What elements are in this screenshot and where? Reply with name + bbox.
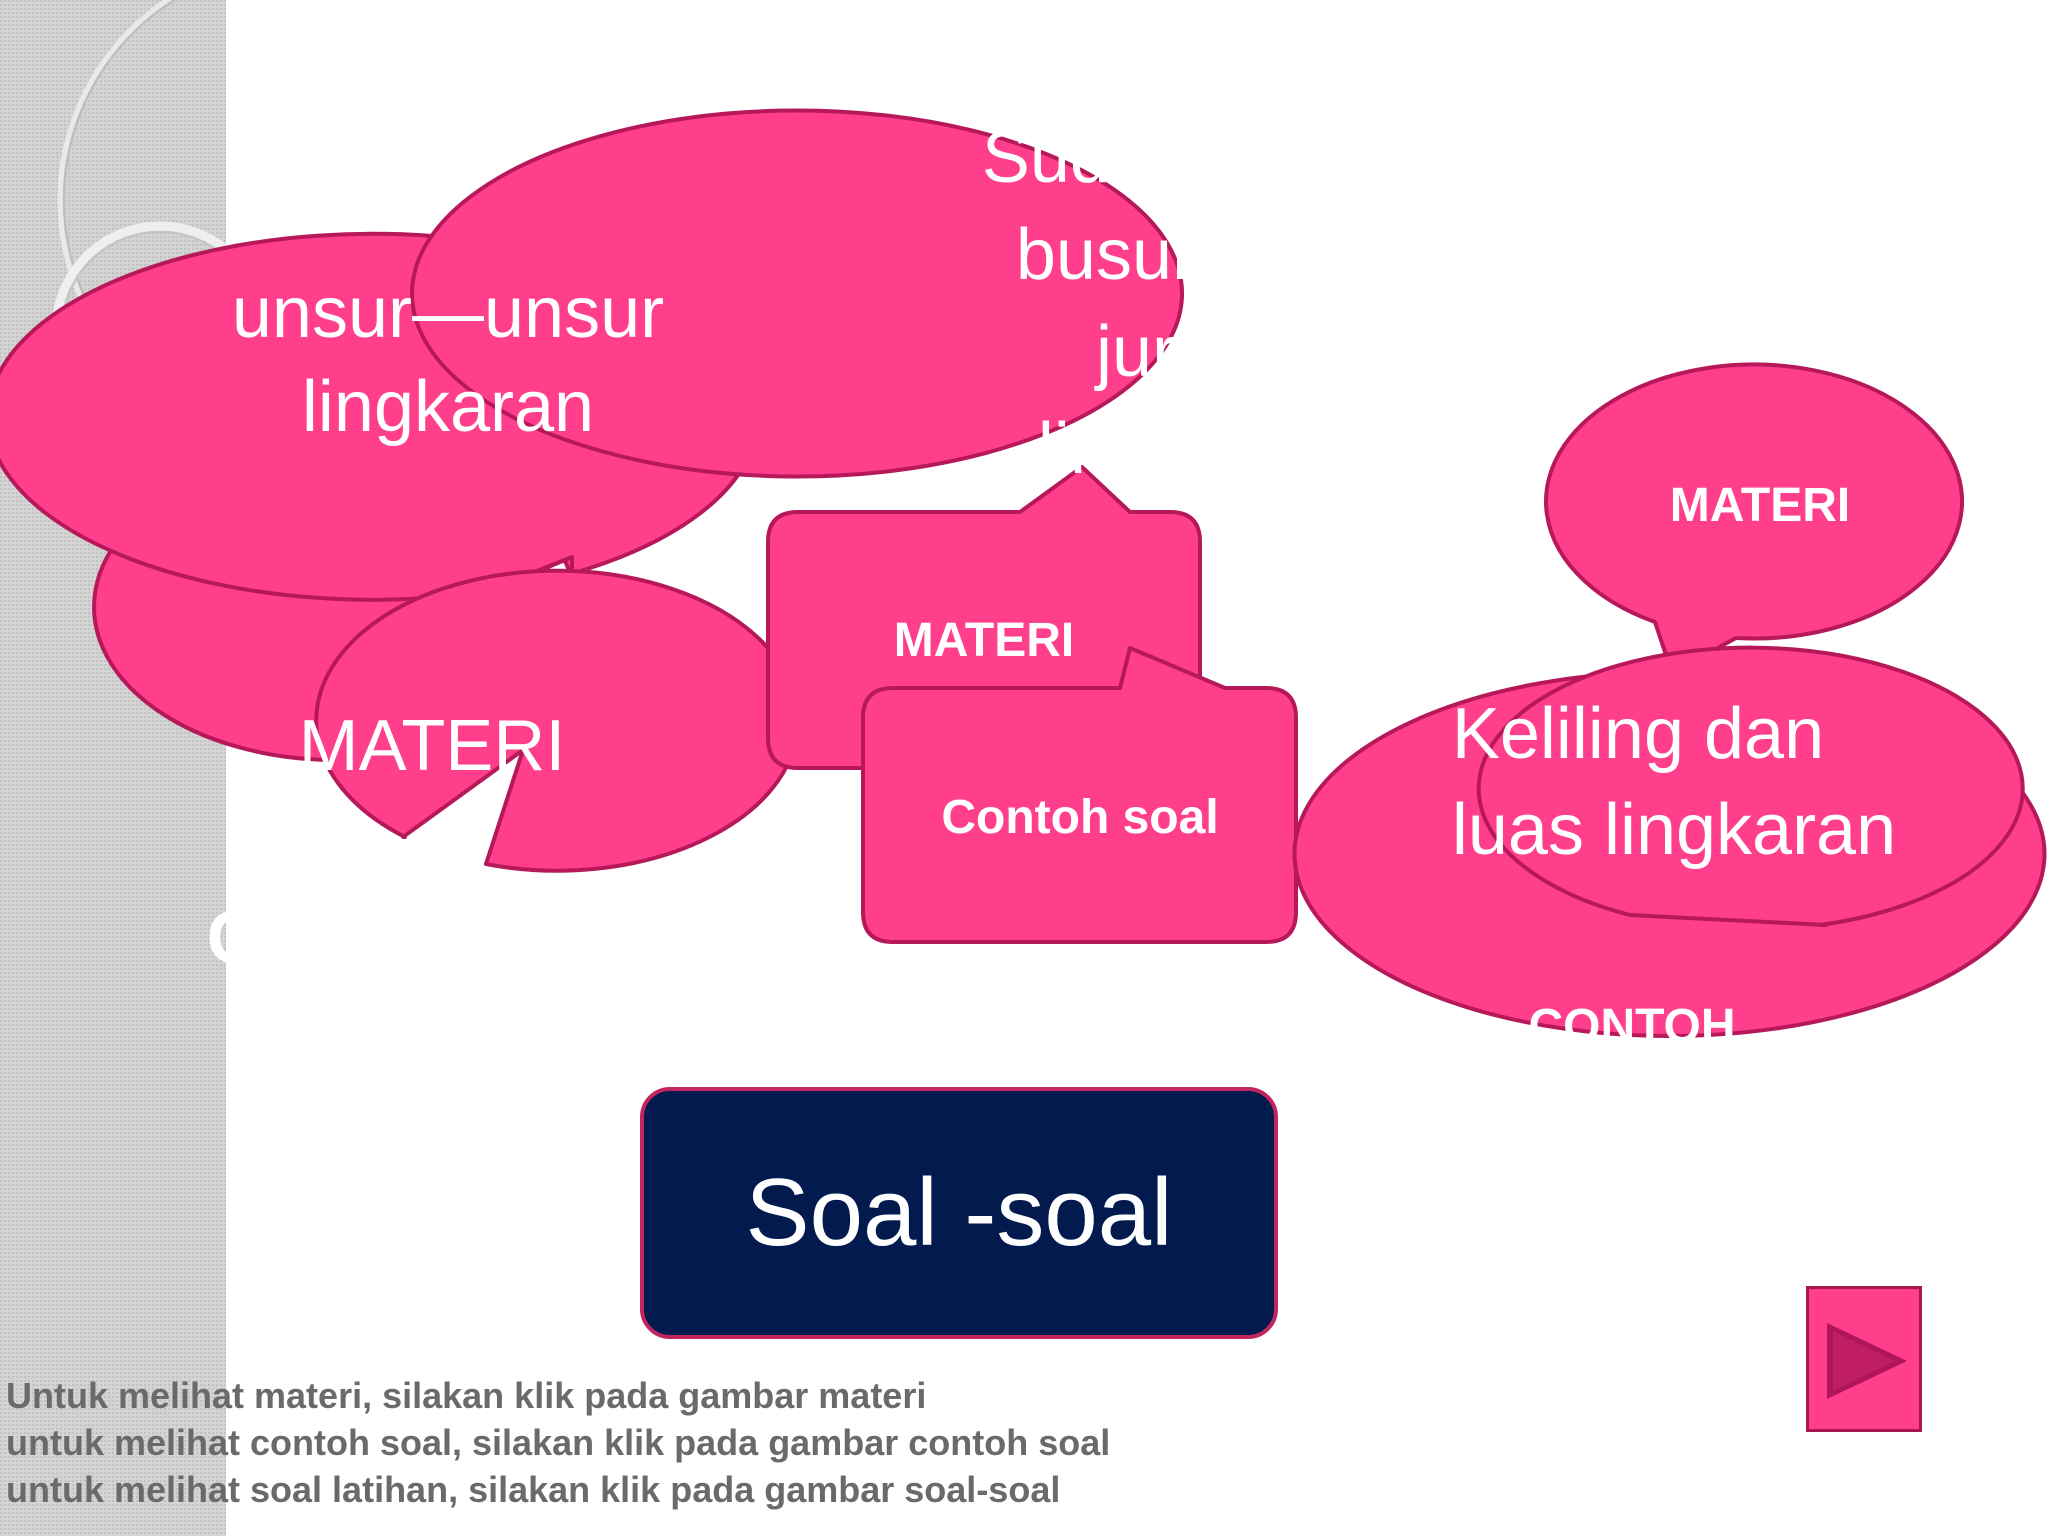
soal-soal-label: Soal -soal [745, 1159, 1173, 1266]
contoh-line: Contoh [206, 896, 466, 979]
materi-label-unsur: MATERI [298, 706, 566, 786]
title-line: juring [1095, 312, 1273, 392]
contoh-label-keliling: CONTOH SOAL [1528, 996, 1735, 1120]
instruction-line: Untuk melihat materi, silakan klik pada … [6, 1375, 927, 1416]
title-label-sudut: Sudut pusat, busur, dan juring lingkaran [982, 110, 1386, 498]
soal-soal-button[interactable]: Soal -soal [640, 1087, 1278, 1339]
materi-label-keliling: MATERI [1669, 479, 1851, 532]
title-line: lingkaran [1037, 409, 1331, 489]
contoh-bubble-unsur[interactable] [314, 568, 801, 873]
title-line: lingkaran [301, 367, 595, 447]
instruction-line: untuk melihat soal latihan, silakan klik… [6, 1469, 1061, 1510]
contoh-label-sudut: Contoh soal [941, 791, 1219, 844]
contoh-bubble-keliling[interactable] [1476, 645, 2025, 927]
title-line: Sudut pusat, [981, 118, 1387, 198]
title-line: unsur—unsur [231, 273, 665, 353]
title-line: busur, dan [1015, 215, 1353, 295]
play-arrow-icon [1827, 1323, 1907, 1399]
contoh-box-sudut[interactable] [861, 646, 1298, 944]
title-bubble-sudut[interactable] [410, 108, 1184, 479]
title-label-keliling: Keliling dan luas lingkaran [1452, 686, 1896, 878]
materi-label-sudut: MATERI [893, 614, 1075, 667]
title-line: Keliling dan [1451, 694, 1825, 774]
materi-bubble-keliling[interactable] [1544, 362, 1964, 675]
contoh-label-unsur: Contoh soal [207, 890, 466, 1082]
title-label-unsur: unsur—unsur lingkaran [232, 266, 664, 454]
title-line: luas lingkaran [1451, 790, 1897, 870]
contoh-line: CONTOH [1528, 1000, 1736, 1053]
instruction-line: untuk melihat contoh soal, silakan klik … [6, 1422, 1111, 1463]
contoh-line: SOAL [1565, 1062, 1699, 1115]
instructions: Untuk melihat materi, silakan klik pada … [6, 1372, 1110, 1513]
contoh-line: soal [261, 992, 411, 1075]
next-slide-button[interactable] [1806, 1286, 1922, 1432]
